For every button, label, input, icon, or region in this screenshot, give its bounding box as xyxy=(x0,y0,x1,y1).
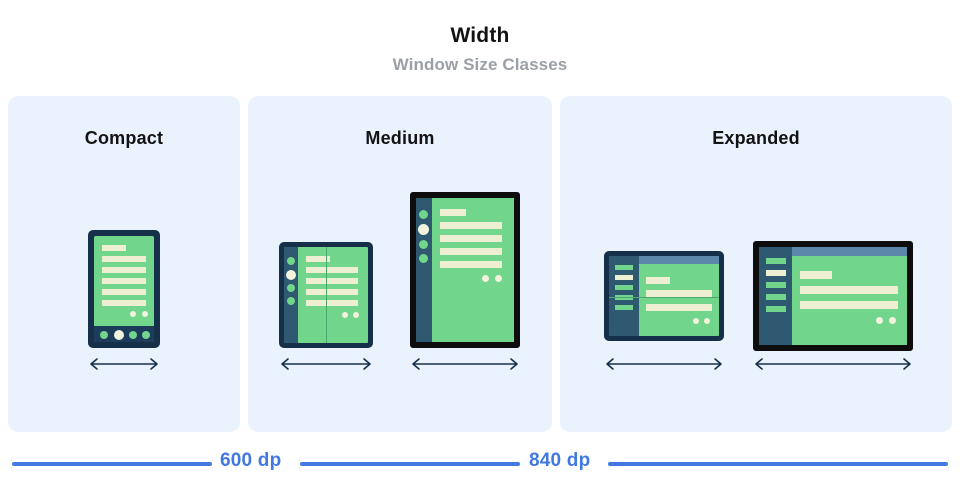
size-class-panels: Compact xyxy=(0,96,960,432)
content-line xyxy=(440,248,502,255)
content-line xyxy=(102,278,146,284)
device-foldable-portrait xyxy=(279,242,373,348)
rail-bar xyxy=(615,285,633,290)
content-line xyxy=(306,267,358,273)
nav-dot xyxy=(142,331,150,339)
navigation-rail xyxy=(416,198,432,342)
device-screen xyxy=(759,247,907,345)
content-line xyxy=(102,245,126,251)
device-phone-portrait xyxy=(88,230,160,348)
panel-medium: Medium xyxy=(248,96,552,432)
panel-title-medium: Medium xyxy=(365,128,435,148)
fab-dot xyxy=(482,275,489,282)
device-foldable-landscape xyxy=(604,251,724,341)
rail-bar xyxy=(766,306,786,312)
width-arrow xyxy=(408,356,522,372)
breakpoint-label-600: 600 dp xyxy=(220,450,282,471)
content-line xyxy=(102,256,146,262)
width-arrow xyxy=(751,356,915,372)
rail-dot-active xyxy=(286,270,296,280)
fab-dot xyxy=(130,311,136,317)
navigation-rail xyxy=(609,256,639,336)
fab-dot xyxy=(342,312,348,318)
nav-dot xyxy=(129,331,137,339)
width-arrow xyxy=(277,356,375,372)
content-line xyxy=(646,290,712,297)
content-line xyxy=(102,289,146,295)
fab-dot xyxy=(704,318,710,324)
fab-dot xyxy=(693,318,699,324)
rail-bar-active xyxy=(615,275,633,280)
fab-dot xyxy=(876,317,883,324)
scale-rule-segment xyxy=(300,462,520,466)
rail-bar xyxy=(766,294,786,300)
content-line xyxy=(440,235,502,242)
content-line xyxy=(646,304,712,311)
scale-rule-segment xyxy=(608,462,948,466)
device-screen xyxy=(416,198,514,342)
rail-bar xyxy=(615,265,633,270)
page-title: Width xyxy=(450,24,510,47)
rail-dot xyxy=(287,257,295,265)
content-line xyxy=(306,278,358,284)
device-screen xyxy=(94,236,154,342)
fab-dot xyxy=(353,312,359,318)
width-arrow xyxy=(602,356,726,372)
panel-compact: Compact xyxy=(8,96,240,432)
device-tablet-landscape xyxy=(753,241,913,351)
fab-dot xyxy=(142,311,148,317)
fold-crease xyxy=(326,247,327,343)
rail-dot xyxy=(287,284,295,292)
device-tablet-portrait xyxy=(410,192,520,348)
rail-dot xyxy=(419,254,428,263)
content-line xyxy=(306,300,358,306)
device-screen xyxy=(284,247,368,343)
header: Width Window Size Classes xyxy=(0,0,960,95)
panel-title-compact: Compact xyxy=(84,128,164,148)
fold-crease xyxy=(609,297,719,298)
rail-dot xyxy=(419,240,428,249)
fab-dot xyxy=(889,317,896,324)
navigation-rail xyxy=(759,247,792,345)
panel-expanded: Expanded xyxy=(560,96,952,432)
scale-rule-segment xyxy=(12,462,212,466)
breakpoint-label-840: 840 dp xyxy=(529,450,591,471)
rail-bar xyxy=(615,305,633,310)
content-line xyxy=(646,277,670,284)
page-subtitle: Window Size Classes xyxy=(392,55,568,74)
content-line xyxy=(102,267,146,273)
content-line xyxy=(440,222,502,229)
bottom-navigation-bar xyxy=(94,326,154,342)
rail-dot xyxy=(287,297,295,305)
content-line xyxy=(440,261,502,268)
content-line xyxy=(102,300,146,306)
width-arrow xyxy=(86,356,162,372)
nav-dot xyxy=(100,331,108,339)
fab-dot xyxy=(495,275,502,282)
nav-dot-active xyxy=(114,330,124,340)
content-line xyxy=(440,209,466,216)
rail-bar-active xyxy=(766,270,786,276)
content-line xyxy=(800,271,832,279)
app-top-bar xyxy=(639,256,719,264)
device-screen xyxy=(609,256,719,336)
rail-bar xyxy=(766,258,786,264)
app-top-bar xyxy=(792,247,907,256)
rail-dot-active xyxy=(418,224,429,235)
content-line xyxy=(800,301,898,309)
content-line xyxy=(306,256,330,262)
panel-title-expanded: Expanded xyxy=(712,128,800,148)
content-line xyxy=(306,289,358,295)
rail-bar xyxy=(766,282,786,288)
content-line xyxy=(800,286,898,294)
navigation-rail xyxy=(284,247,298,343)
breakpoint-scale: 600 dp 840 dp xyxy=(0,432,960,494)
rail-dot xyxy=(419,210,428,219)
